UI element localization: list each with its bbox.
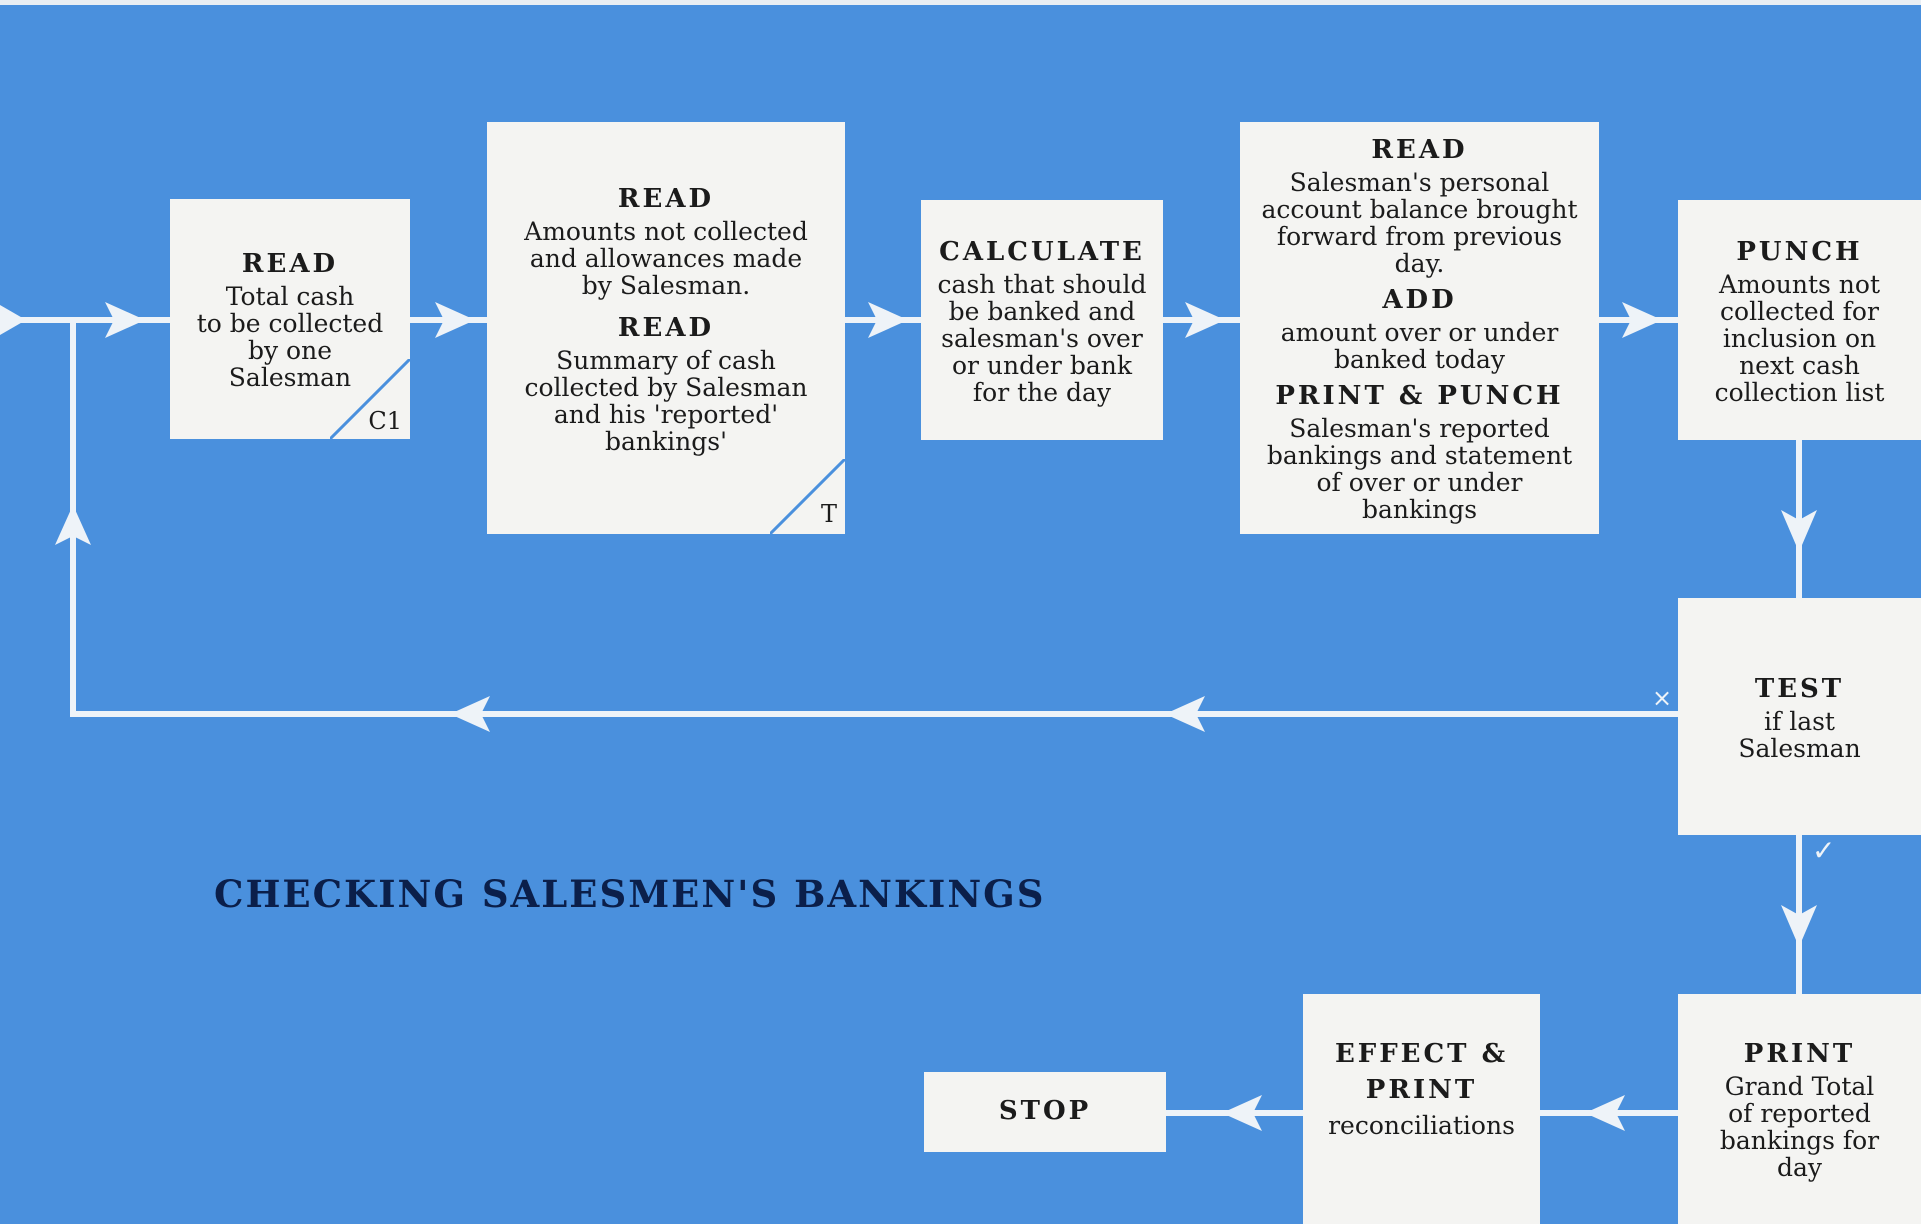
- arrowhead: [435, 302, 475, 338]
- box-text: Summary of cash collected by Salesman an…: [524, 345, 808, 456]
- card-corner-mark: [330, 359, 410, 439]
- box-text: Grand Total of reported bankings for day: [1719, 1072, 1880, 1182]
- box-keyword: READ: [617, 312, 715, 343]
- box-keyword: READ: [617, 183, 715, 214]
- print-grand-total-box: PRINT Grand Total of reported bankings f…: [1678, 994, 1921, 1224]
- box-text: cash that should be banked and salesman'…: [937, 269, 1147, 407]
- arrowhead: [1185, 302, 1225, 338]
- read-add-print-punch-box: READ Salesman's personal account balance…: [1240, 122, 1599, 534]
- box-keyword: PRINT: [1743, 1039, 1856, 1069]
- arrowhead: [55, 505, 91, 545]
- arrowhead: [1781, 905, 1817, 947]
- arrowhead: [105, 302, 145, 338]
- yes-branch-mark: ✓: [1812, 834, 1836, 867]
- arrowhead: [0, 305, 26, 335]
- box-keyword: READ: [1371, 135, 1468, 165]
- effect-print-box: EFFECT & PRINT reconciliations: [1303, 994, 1540, 1224]
- box-keyword: TEST: [1754, 673, 1845, 704]
- file-code-label: C1: [368, 407, 402, 435]
- box-keyword: PRINT & PUNCH: [1275, 381, 1564, 411]
- arrowhead: [868, 302, 908, 338]
- box-text: Salesman's personal account balance brou…: [1261, 168, 1578, 278]
- box-keyword: PUNCH: [1736, 236, 1863, 267]
- box-text: Amounts not collected and allowances mad…: [524, 216, 808, 300]
- calculate-box: CALCULATE cash that should be banked and…: [921, 200, 1163, 440]
- box-keyword: ADD: [1382, 285, 1457, 315]
- file-code-label: T: [820, 500, 837, 528]
- card-corner-mark: [770, 459, 845, 534]
- box-text: reconciliations: [1328, 1111, 1515, 1140]
- top-border: [0, 0, 1921, 5]
- punch-box: PUNCH Amounts not collected for inclusio…: [1678, 200, 1921, 440]
- arrowhead: [1222, 1095, 1262, 1131]
- box-keyword: EFFECT & PRINT: [1334, 1039, 1509, 1105]
- stop-box: STOP: [924, 1072, 1166, 1152]
- box-text: if last Salesman: [1738, 706, 1861, 763]
- read-amounts-box: READ Amounts not collected and allowance…: [487, 122, 845, 534]
- box-keyword: CALCULATE: [939, 236, 1145, 267]
- box-text: Salesman's reported bankings and stateme…: [1266, 414, 1573, 524]
- arrowhead: [1585, 1095, 1625, 1131]
- box-keyword: READ: [241, 249, 339, 279]
- arrowhead: [1781, 510, 1817, 552]
- arrowhead: [1165, 696, 1205, 732]
- box-text: amount over or under banked today: [1280, 318, 1559, 374]
- test-box: TEST if last Salesman: [1678, 598, 1921, 835]
- arrowhead: [450, 696, 490, 732]
- box-keyword: STOP: [998, 1096, 1092, 1126]
- box-text: Amounts not collected for inclusion on n…: [1714, 269, 1885, 407]
- arrowhead: [1622, 302, 1662, 338]
- box-text: Total cash to be collected by one Salesm…: [196, 282, 384, 392]
- no-branch-mark: ×: [1652, 684, 1673, 712]
- diagram-title: CHECKING SALESMEN'S BANKINGS: [214, 872, 1046, 916]
- read-total-cash-box: READ Total cash to be collected by one S…: [170, 199, 410, 439]
